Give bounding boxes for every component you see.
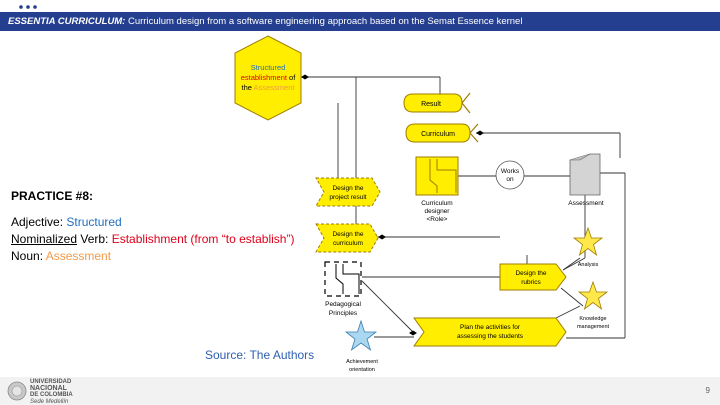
role-line2: designer xyxy=(425,208,451,215)
result-alpha[interactable]: Result xyxy=(403,92,471,114)
pattern-pedagogical-principles[interactable]: Pedagogical Principles xyxy=(324,261,362,317)
activity-design-curriculum[interactable]: Design the curriculum xyxy=(315,223,379,253)
adjective-line: Adjective: Structured xyxy=(11,215,122,229)
source-caption: Source: The Authors xyxy=(205,348,315,362)
practice-title: PRACTICE #8: xyxy=(11,189,94,203)
assessment-label: Assessment xyxy=(568,200,604,207)
verb-value: Establishment (from “to establish”) xyxy=(111,232,295,246)
star-analysis-icon: Analysis xyxy=(572,226,604,268)
noun-value: Assessment xyxy=(45,249,112,263)
svg-text:Principles: Principles xyxy=(329,310,358,317)
svg-text:Achievement: Achievement xyxy=(346,359,378,365)
svg-text:curriculum: curriculum xyxy=(333,240,363,247)
header-bar xyxy=(0,12,720,31)
role-line1: Curriculum xyxy=(421,200,452,207)
title-italic: ESSENTIA CURRICULUM: xyxy=(8,16,126,27)
svg-text:project result: project result xyxy=(329,194,366,201)
university-logo-text: UNIVERSIDAD NACIONAL DE COLOMBIA Sede Me… xyxy=(30,379,73,405)
svg-text:Analysis: Analysis xyxy=(578,262,599,268)
svg-text:assessing the students: assessing the students xyxy=(457,333,524,340)
svg-text:Knowledge: Knowledge xyxy=(579,316,606,322)
works-on-relation: Works on xyxy=(495,160,525,190)
svg-text:Plan the activities for: Plan the activities for xyxy=(460,324,521,331)
verb-line: Nominalized Verb: Establishment (from “t… xyxy=(11,232,295,246)
page-number: 9 xyxy=(705,386,710,395)
slide-title: ESSENTIA CURRICULUM: Curriculum design f… xyxy=(8,12,522,31)
curriculum-alpha[interactable]: Curriculum xyxy=(405,123,479,143)
practice-block: PRACTICE #8: Adjective: Structured Nomin… xyxy=(11,188,294,265)
connector-lines xyxy=(301,76,626,339)
curriculum-label: Curriculum xyxy=(421,131,455,138)
svg-text:rubrics: rubrics xyxy=(521,279,541,286)
adjective-value: Structured xyxy=(66,215,122,229)
svg-text:Pedagogical: Pedagogical xyxy=(325,301,361,308)
svg-text:management: management xyxy=(577,324,610,330)
role-line3: <Role> xyxy=(427,216,448,223)
svg-text:orientation: orientation xyxy=(349,367,375,373)
activity-plan-activities[interactable]: Plan the activities for assessing the st… xyxy=(413,317,567,347)
activity-design-rubrics[interactable]: Design the rubrics xyxy=(499,263,567,291)
slide-footer xyxy=(0,377,720,405)
essence-diagram: Structured establishment of the Assessme… xyxy=(234,35,626,373)
svg-text:Design the: Design the xyxy=(515,270,546,277)
noun-line: Noun: Assessment xyxy=(11,249,112,263)
hexagon-activity-space[interactable]: Structured establishment of the Assessme… xyxy=(234,35,302,121)
star-achievement-orientation-icon: Achievement orientation xyxy=(344,319,378,373)
role-curriculum-designer[interactable]: Curriculum designer <Role> xyxy=(415,156,459,223)
hexagon-line3: the Assessment xyxy=(242,83,296,92)
university-seal-icon xyxy=(7,381,27,401)
hexagon-line1: Structured xyxy=(251,63,286,72)
svg-text:Design the: Design the xyxy=(332,185,363,192)
header-dots xyxy=(19,5,37,9)
star-knowledge-management-icon: Knowledge management xyxy=(577,280,610,330)
assessment-work-product[interactable]: Assessment xyxy=(568,153,604,207)
title-rest: Curriculum design from a software engine… xyxy=(125,16,523,27)
svg-text:Design the: Design the xyxy=(332,231,363,238)
svg-text:on: on xyxy=(506,176,514,183)
activity-design-project-result[interactable]: Design the project result xyxy=(315,177,381,207)
svg-text:Works: Works xyxy=(501,168,520,175)
result-label: Result xyxy=(421,101,441,108)
hexagon-line2: establishment of xyxy=(241,73,297,82)
slide-header: ESSENTIA CURRICULUM: Curriculum design f… xyxy=(0,0,720,34)
